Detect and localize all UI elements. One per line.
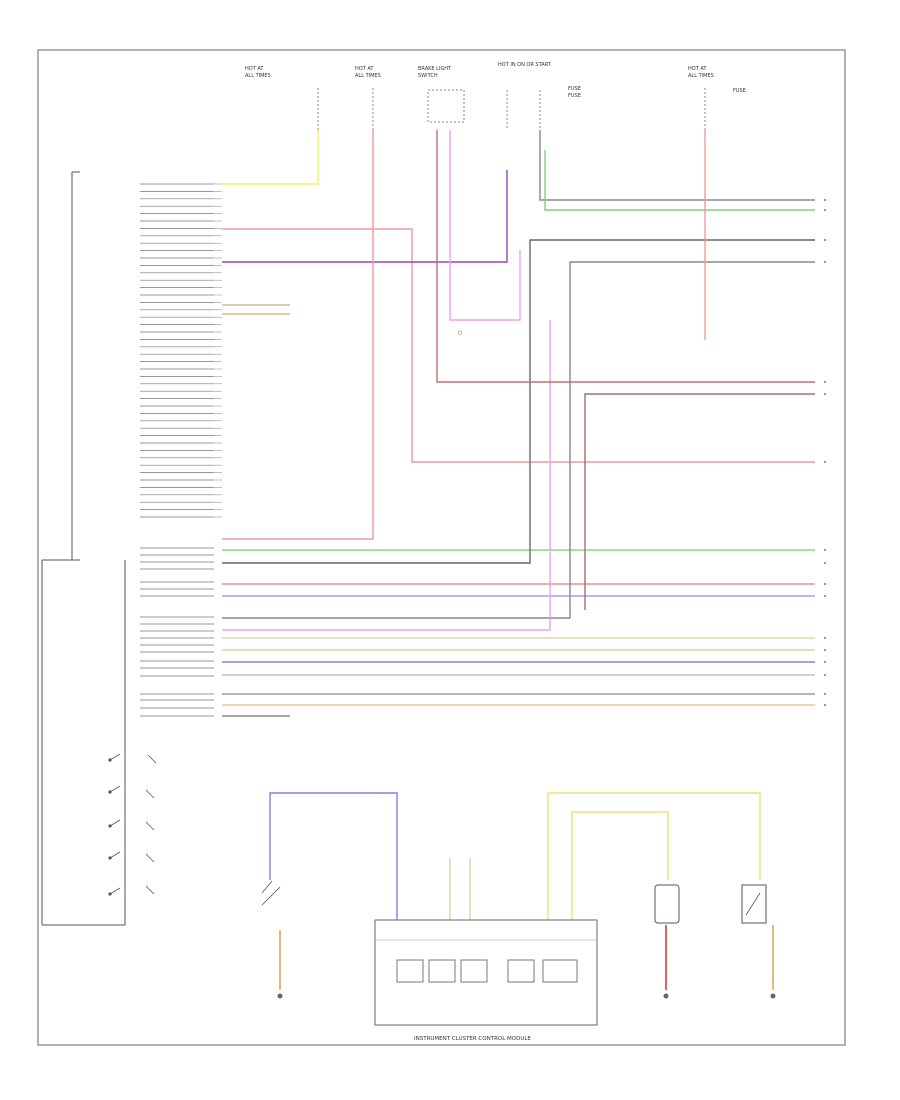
wire-end-marker [824, 261, 826, 263]
wire-end-marker [824, 461, 826, 463]
brake-pad-sensor [654, 884, 680, 924]
wire-end-marker [824, 704, 826, 706]
wire-end-marker [824, 381, 826, 383]
svg-text:HOT IN ON OR START: HOT IN ON OR START [498, 62, 552, 68]
parking-brake-switch [741, 884, 767, 924]
wire-end-marker [824, 199, 826, 201]
svg-text:HOT AT: HOT AT [688, 66, 707, 72]
brake-light-switch: BRAKE LIGHT SWITCH [418, 66, 465, 123]
splice-marker: ○ [458, 330, 462, 336]
abs-control-module [41, 171, 126, 926]
fuse-block-1: HOT AT ALL TIMES [245, 66, 319, 130]
svg-text:ALL TIMES: ALL TIMES [245, 73, 271, 79]
wire [222, 228, 815, 463]
svg-text:FUSE: FUSE [568, 86, 581, 92]
wire [547, 792, 761, 920]
cluster-title: INSTRUMENT CLUSTER CONTROL MODULE [414, 1036, 531, 1042]
fuse-block-4: HOT AT ALL TIMES FUSE [688, 66, 746, 130]
svg-text:HOT AT: HOT AT [355, 66, 374, 72]
wire-end-marker [824, 637, 826, 639]
svg-text:FUSE: FUSE [568, 93, 581, 99]
wire-end-marker [824, 661, 826, 663]
wire-end-marker [824, 649, 826, 651]
svg-text:HOT AT: HOT AT [245, 66, 264, 72]
grounds [277, 993, 776, 999]
wire [539, 130, 815, 201]
wire-end-marker [824, 595, 826, 597]
svg-text:BRAKE LIGHT: BRAKE LIGHT [418, 66, 452, 72]
top-devices: HOT AT ALL TIMES HOT AT ALL TIMES BRAKE … [245, 62, 746, 130]
wire [584, 393, 815, 610]
wire [222, 130, 374, 540]
wire-end-marker [824, 239, 826, 241]
wire [222, 261, 815, 619]
page-frame [37, 49, 846, 1046]
wire-end-marker [824, 393, 826, 395]
wire [544, 150, 815, 211]
wire [571, 811, 669, 920]
wires [222, 130, 815, 990]
wire [449, 130, 521, 321]
wire [269, 792, 398, 920]
connector-pins [140, 183, 222, 717]
fuse-block-3: HOT IN ON OR START FUSE FUSE [498, 62, 581, 130]
wheel-speed-sensor-symbols [145, 754, 157, 895]
svg-text:ALL TIMES: ALL TIMES [688, 73, 714, 79]
wire [222, 239, 815, 564]
wire-end-marker [824, 693, 826, 695]
wire-end-marker [824, 209, 826, 211]
right-wire-ends [824, 199, 826, 706]
fuse-block-2: HOT AT ALL TIMES [355, 66, 381, 130]
svg-text:FUSE: FUSE [733, 88, 746, 94]
wire-end-marker [824, 674, 826, 676]
wire [436, 130, 815, 383]
wire [222, 320, 551, 631]
wire-end-marker [824, 562, 826, 564]
wire-end-marker [824, 583, 826, 585]
module-switches [108, 753, 121, 896]
wire [222, 130, 319, 185]
brake-fluid-switch [261, 880, 281, 906]
wire [222, 170, 508, 263]
svg-text:ALL TIMES: ALL TIMES [355, 73, 381, 79]
svg-text:○: ○ [458, 330, 462, 336]
wire-end-marker [824, 549, 826, 551]
instrument-cluster: INSTRUMENT CLUSTER CONTROL MODULE [374, 919, 598, 1042]
svg-text:SWITCH: SWITCH [418, 73, 438, 79]
